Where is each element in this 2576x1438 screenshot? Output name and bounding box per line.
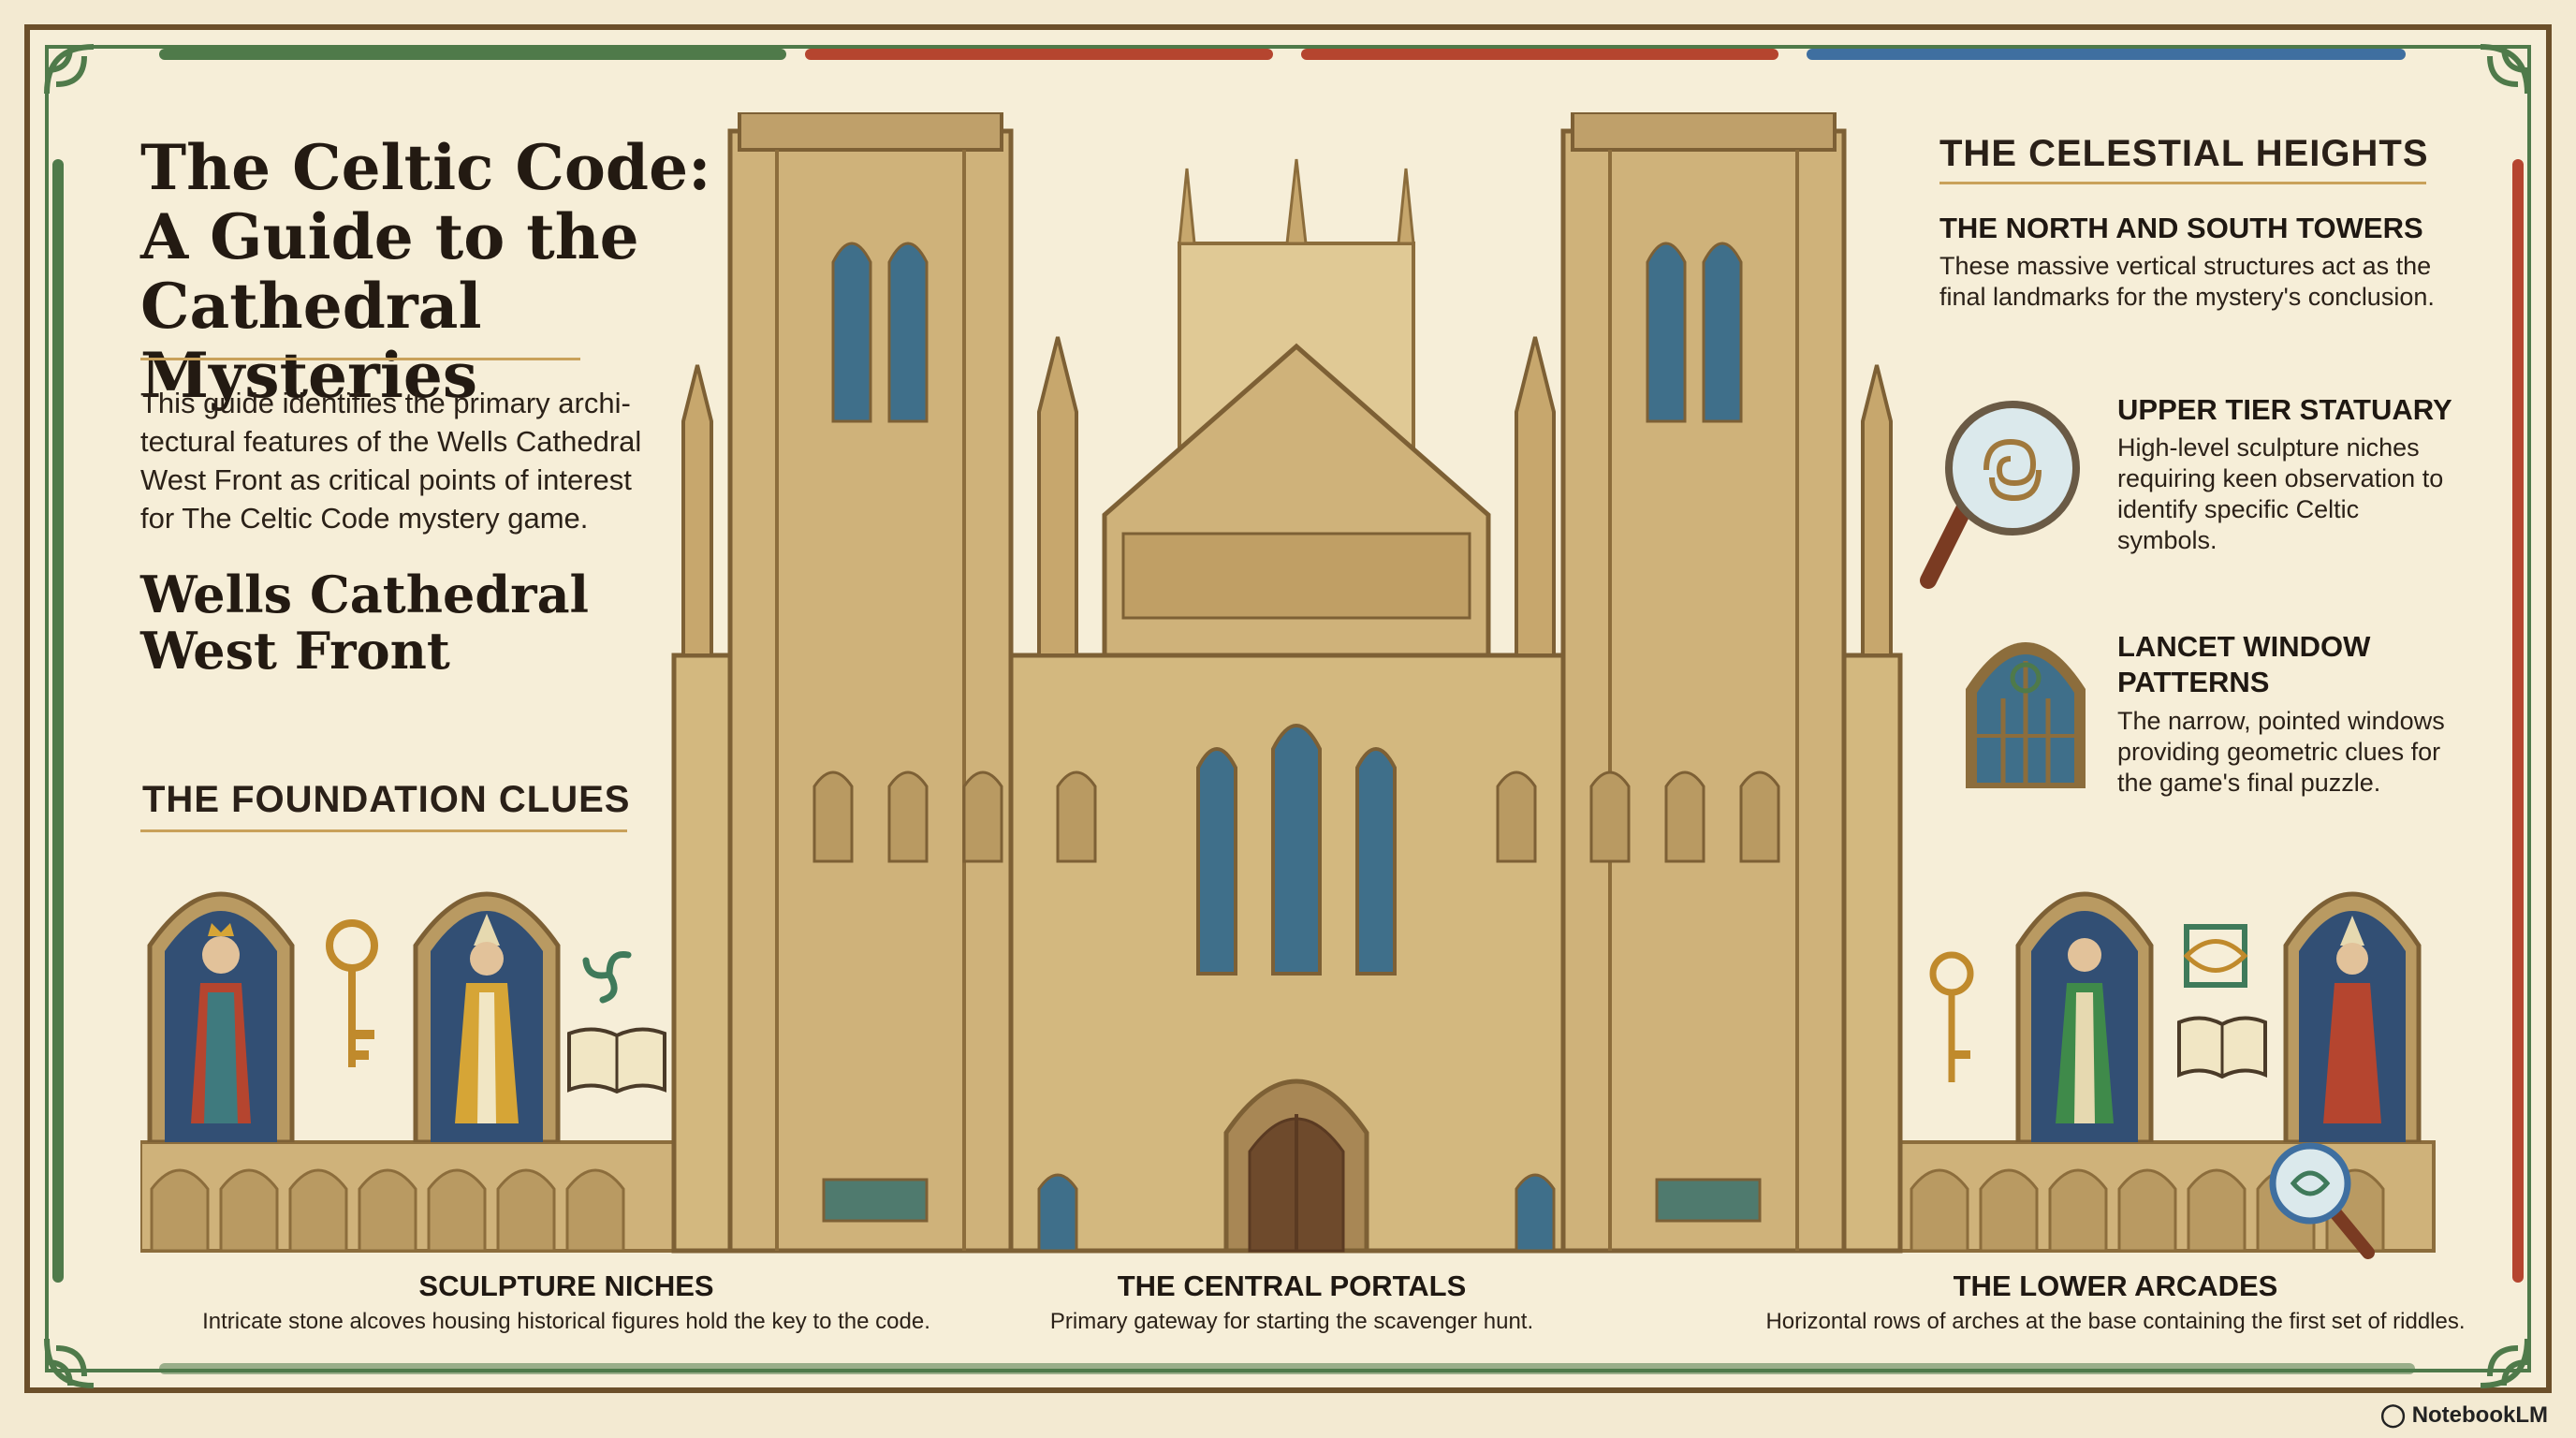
caption-niches-desc: Intricate stone alcoves housing historic…: [202, 1309, 930, 1334]
statuary-line-3: identify specific Celtic: [2117, 495, 2360, 523]
towers-line-1: These massive vertical structures act as…: [1939, 252, 2432, 280]
intro-text: This guide identifies the primary archi-…: [140, 384, 665, 537]
book-icon: [567, 1027, 666, 1093]
frame-band-green-bottom: [159, 1363, 2415, 1374]
caption-portals-desc: Primary gateway for starting the scaveng…: [1049, 1309, 1534, 1334]
statuary-line-1: High-level sculpture niches: [2117, 433, 2420, 462]
celtic-knot-icon: [2183, 924, 2248, 988]
frame-band-green-top-left: [159, 49, 786, 60]
caption-arcades-desc: Horizontal rows of arches at the base co…: [1765, 1309, 2466, 1334]
towers-desc: These massive vertical structures act as…: [1939, 251, 2464, 313]
niche-figure-bishop: [413, 891, 561, 1142]
intro-line-2: tectural features of the Wells Cathedral: [140, 425, 642, 458]
magnifier-icon: [2269, 1142, 2375, 1259]
niche-figure-archbishop: [2283, 891, 2422, 1142]
foundation-rule: [140, 829, 627, 832]
title-rule: [140, 358, 580, 360]
brand-label: NotebookLM: [2411, 1402, 2548, 1428]
magnifier-icon: [1920, 401, 2080, 589]
towers-line-2: final landmarks for the mystery's conclu…: [1939, 283, 2435, 311]
key-icon: [326, 919, 378, 1067]
towers-heading: THE NORTH AND SOUTH TOWERS: [1939, 212, 2423, 244]
subtitle-line-1: Wells Cathedral: [140, 565, 590, 624]
statuary-line-2: requiring keen observation to: [2117, 464, 2444, 492]
celtic-knot-icon: [44, 1338, 95, 1388]
intro-line-1: This guide identifies the primary archi-: [140, 387, 631, 419]
celestial-rule: [1939, 182, 2426, 184]
title-line-2: A Guide to the: [140, 200, 639, 273]
triskele-icon: [582, 950, 632, 1004]
niche-figure-priest: [2015, 891, 2154, 1142]
book-icon: [2177, 1016, 2267, 1078]
title-line-1: The Celtic Code:: [140, 131, 711, 204]
frame-band-red-top-2: [1301, 49, 1778, 60]
lower-arcade-left: [140, 1140, 676, 1253]
central-portal: [1223, 1078, 1369, 1254]
intro-line-3: West Front as critical points of interes…: [140, 463, 632, 496]
facade-niches: [812, 770, 1780, 863]
celtic-knot-icon: [44, 44, 95, 95]
subtitle-line-2: West Front: [140, 621, 450, 681]
cathedral-illustration: [140, 112, 2436, 1254]
frame-band-right: [2512, 159, 2524, 1283]
subtitle: Wells Cathedral West Front: [140, 566, 646, 679]
base-panels: [822, 1178, 1762, 1223]
pinnacles: [681, 336, 1893, 657]
lower-arcade-right: [1898, 1140, 2436, 1253]
statuary-desc: High-level sculpture niches requiring ke…: [2117, 433, 2492, 556]
south-tower: [1560, 112, 1847, 1254]
caption-portals-heading: THE CENTRAL PORTALS: [1117, 1269, 1467, 1302]
frame-band-left: [52, 159, 64, 1283]
intro-line-4: for The Celtic Code mystery game.: [140, 502, 589, 535]
lancet-heading-1: LANCET WINDOW: [2117, 630, 2371, 663]
celtic-knot-icon: [2480, 1338, 2530, 1388]
side-portals: [1037, 1173, 1556, 1253]
caption-arcades-heading: THE LOWER ARCADES: [1953, 1269, 2278, 1302]
central-gable: [1102, 343, 1491, 658]
frame-band-blue-top: [1807, 49, 2406, 60]
north-tower: [727, 112, 1014, 1254]
title-line-3: Cathedral Mysteries: [140, 270, 482, 412]
lancet-heading: LANCET WINDOW PATTERNS: [2117, 629, 2370, 700]
page-title: The Celtic Code: A Guide to the Cathedra…: [140, 133, 721, 410]
celtic-knot-icon: [2480, 44, 2530, 95]
statuary-line-4: symbols.: [2117, 526, 2217, 554]
key-icon: [1929, 951, 1974, 1082]
foundation-heading: THE FOUNDATION CLUES: [142, 779, 631, 820]
lancet-window-icon: [1966, 642, 2086, 788]
niche-figure-king: [147, 891, 295, 1142]
frame-band-red-top: [805, 49, 1273, 60]
lancet-heading-2: PATTERNS: [2117, 666, 2270, 698]
lancet-desc: The narrow, pointed windows providing ge…: [2117, 706, 2492, 799]
lancet-line-1: The narrow, pointed windows: [2117, 707, 2445, 735]
lancet-line-3: the game's final puzzle.: [2117, 769, 2381, 797]
west-windows: [1196, 724, 1397, 976]
caption-niches-heading: SCULPTURE NICHES: [418, 1269, 714, 1302]
notebooklm-icon: ◯: [2380, 1402, 2407, 1428]
brand-watermark: ◯ NotebookLM: [2380, 1401, 2548, 1429]
statuary-heading: UPPER TIER STATUARY: [2117, 393, 2452, 426]
lancet-line-2: providing geometric clues for: [2117, 738, 2441, 766]
celestial-heading: THE CELESTIAL HEIGHTS: [1939, 133, 2429, 174]
